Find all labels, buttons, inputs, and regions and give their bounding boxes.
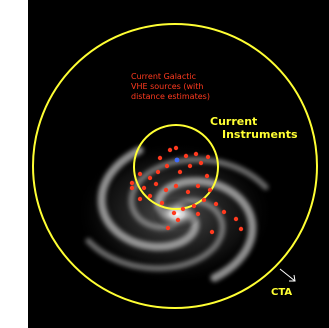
current-instruments-circle [133,124,219,210]
vhe-source-point [183,153,189,159]
current-instruments-label: Current Instruments [210,115,320,141]
cta-label: CTA [271,287,293,298]
vhe-source-point [201,197,207,203]
vhe-source-point [155,169,161,175]
vhe-source-point [129,185,135,191]
spiral-arms [85,146,269,282]
vhe-source-point [163,187,169,193]
vhe-source-point [198,160,204,166]
vhe-source-point [159,200,165,206]
spiral-arm [128,156,269,231]
vhe-source-point [193,151,199,157]
cta-arrow [279,268,296,282]
vhe-source-point [164,163,170,169]
vhe-source-point [180,206,186,212]
vhe-source-point [147,193,153,199]
sources-label-line-3: distance estimates) [131,92,210,101]
vhe-source-point [153,181,159,187]
vhe-source-point [147,175,153,181]
vhe-source-point [233,216,239,222]
vhe-source-point [141,185,147,191]
current-instruments-line-2: Instruments [222,128,298,141]
vhe-source-point [137,171,143,177]
vhe-source-point [221,209,227,215]
sources-label-line-2: VHE sources (with [131,82,204,91]
sources-label: Current Galactic VHE sources (with dista… [131,72,271,102]
vhe-source-point [175,217,181,223]
vhe-source-point [167,147,173,153]
current-instruments-line-1: Current [210,115,258,128]
galactic-core [153,198,201,230]
left-margin [0,0,28,328]
vhe-source-point [207,187,213,193]
vhe-source-point [187,163,193,169]
vhe-source-point [165,225,171,231]
vhe-sources [129,145,244,235]
vhe-source-point [213,201,219,207]
vhe-source-point [204,173,210,179]
vhe-source-point [205,154,211,160]
vhe-source-point [157,155,163,161]
spiral-arm [97,146,200,251]
vhe-source-point [238,226,244,232]
cta-range-circle [32,23,318,309]
vhe-source-point [129,180,135,186]
vhe-source-point [191,203,197,209]
marker-blue [174,157,180,163]
vhe-source-point [177,169,183,175]
vhe-source-point [173,145,179,151]
vhe-source-point [195,183,201,189]
spiral-arm [85,197,226,272]
vhe-source-point [185,189,191,195]
vhe-source-point [195,211,201,217]
vhe-source-point [209,229,215,235]
vhe-source-point [171,210,177,216]
spiral-arm [154,177,257,282]
vhe-source-point [137,196,143,202]
vhe-source-point [173,183,179,189]
sources-label-line-1: Current Galactic [131,72,196,81]
